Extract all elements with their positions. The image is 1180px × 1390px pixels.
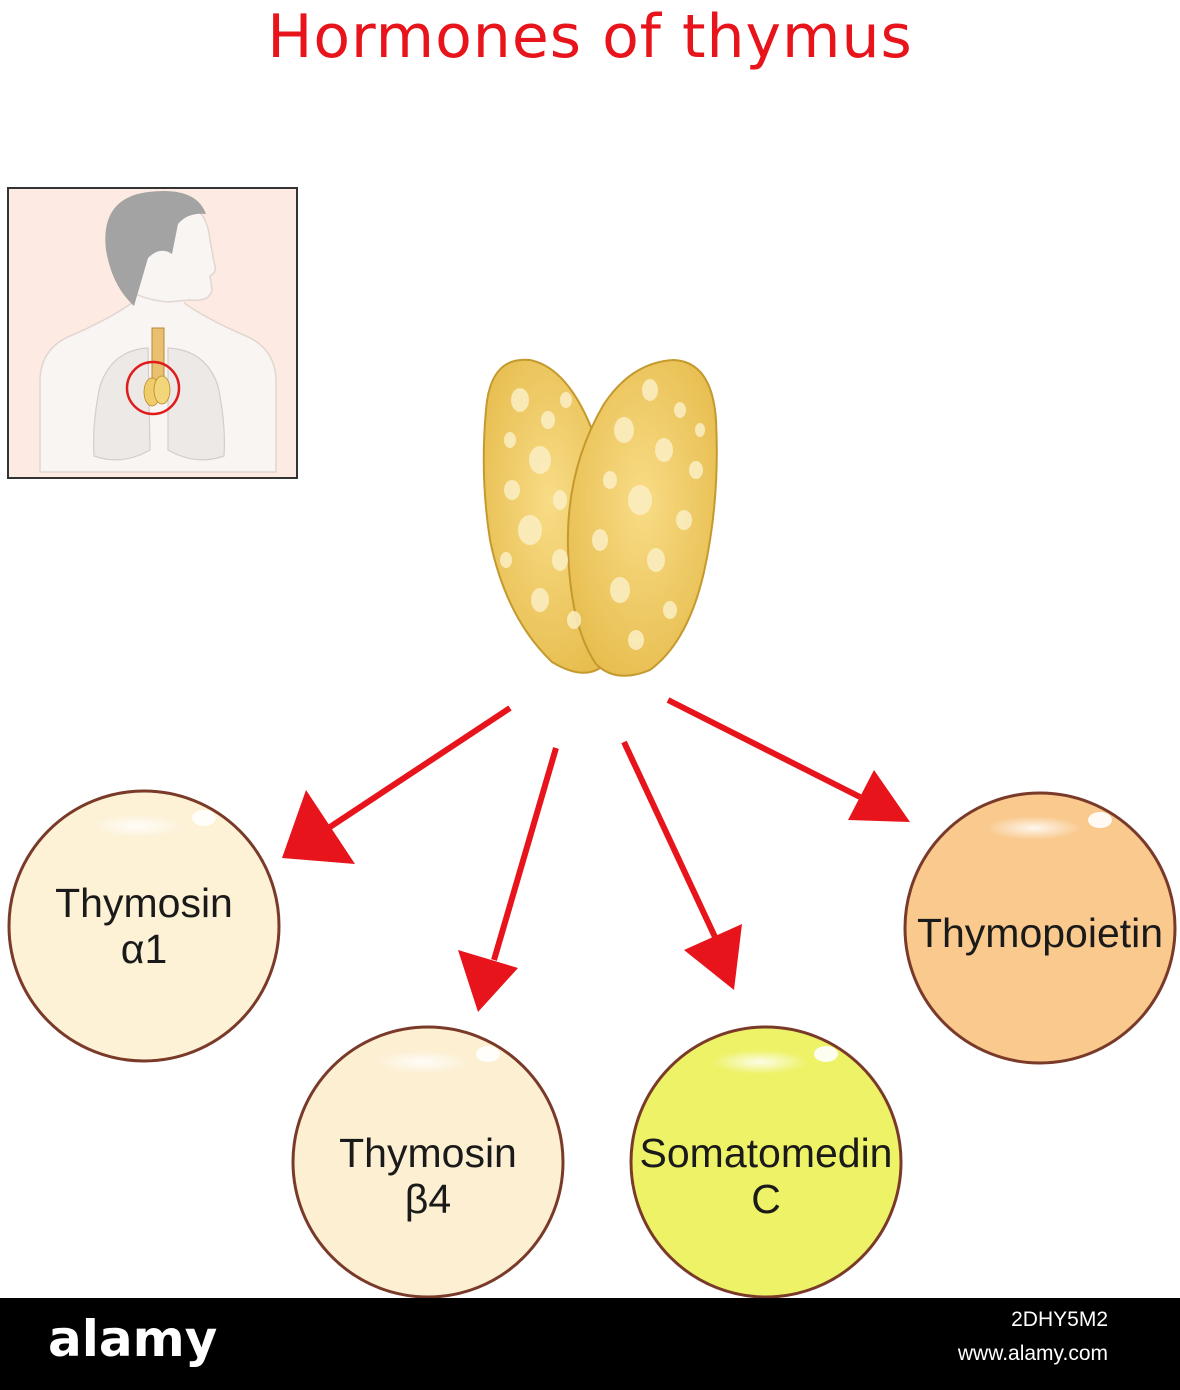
- body-location-inset: [7, 187, 298, 479]
- hormone-circle-thymopoietin: [903, 791, 1177, 1065]
- label-line1: Thymosin: [55, 880, 233, 926]
- watermark-site: www.alamy.com: [957, 1342, 1108, 1365]
- arrow-to-thymosin-b4: [458, 747, 559, 1012]
- label-thymopoietin: Thymopoietin: [910, 910, 1170, 956]
- arrow-to-thymosin-a1: [282, 705, 512, 864]
- hormone-circle-thymosin-b4: [291, 1025, 565, 1298]
- label-line2: α1: [120, 926, 168, 972]
- watermark-logo: alamy: [48, 1310, 218, 1368]
- watermark-bar: alamy 2DHY5M2 www.alamy.com: [0, 1298, 1180, 1390]
- thymus-gland: [482, 358, 718, 677]
- arrow-to-somatomedin-c: [621, 740, 742, 990]
- label-thymosin-b4: Thymosin β4: [308, 1130, 548, 1222]
- arrow-to-thymopoietin: [666, 697, 910, 822]
- label-line2: C: [751, 1176, 781, 1222]
- label-line2: β4: [404, 1176, 452, 1222]
- hormone-circle-somatomedin-c: [629, 1025, 903, 1298]
- label-thymosin-a1: Thymosin α1: [24, 880, 264, 972]
- label-line1: Somatomedin: [639, 1130, 893, 1176]
- thymus-diagram: [7, 187, 1177, 1298]
- label-line1: Thymopoietin: [916, 910, 1164, 956]
- image-code: 2DHY5M2: [1011, 1308, 1108, 1331]
- label-somatomedin-c: Somatomedin C: [636, 1130, 896, 1222]
- label-line1: Thymosin: [339, 1130, 517, 1176]
- hormone-circle-thymosin-a1: [7, 789, 281, 1063]
- arrows: [282, 697, 910, 1012]
- diagram-title: Hormones of thymus: [267, 2, 913, 72]
